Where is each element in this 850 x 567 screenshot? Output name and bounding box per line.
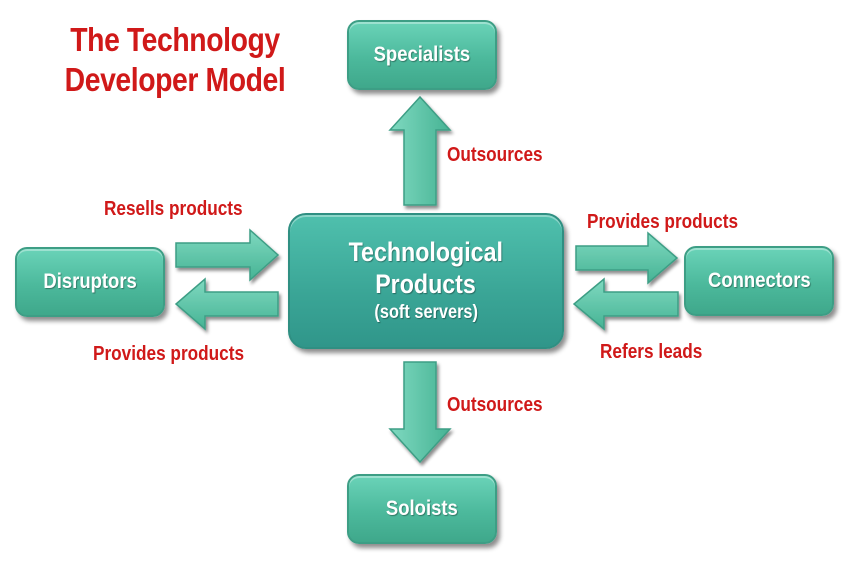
label-resells-products: Resells products bbox=[104, 198, 243, 220]
arrow-down bbox=[388, 361, 452, 464]
label-provides-products-left: Provides products bbox=[93, 343, 245, 365]
node-specialists-label: Specialists bbox=[373, 43, 471, 66]
node-connectors-label: Connectors bbox=[707, 269, 811, 292]
node-soloists-label: Soloists bbox=[386, 497, 458, 520]
label-provides-products-right: Provides products bbox=[587, 211, 739, 233]
title-line-1: The Technology bbox=[70, 21, 280, 58]
node-connectors: Connectors bbox=[684, 246, 834, 316]
title-line-2: Developer Model bbox=[64, 61, 286, 98]
node-disruptors: Disruptors bbox=[15, 247, 165, 317]
arrow-up bbox=[388, 95, 452, 206]
center-line-3: (soft servers) bbox=[374, 302, 478, 323]
arrow-connectors-to-center bbox=[572, 277, 679, 331]
diagram-title: The Technology Developer Model bbox=[50, 20, 299, 100]
arrow-center-to-disruptors bbox=[174, 277, 279, 331]
node-soloists: Soloists bbox=[347, 474, 497, 544]
label-outsources-top: Outsources bbox=[447, 144, 543, 166]
node-disruptors-label: Disruptors bbox=[43, 270, 137, 293]
center-line-2: Products bbox=[375, 269, 477, 299]
node-specialists: Specialists bbox=[347, 20, 497, 90]
label-outsources-bottom: Outsources bbox=[447, 394, 543, 416]
center-line-1: Technological bbox=[348, 237, 504, 267]
node-technological-products: Technological Products (soft servers) bbox=[288, 213, 564, 349]
arrow-center-to-connectors bbox=[575, 231, 679, 285]
arrow-disruptors-to-center bbox=[175, 228, 280, 282]
label-refers-leads: Refers leads bbox=[600, 341, 703, 363]
